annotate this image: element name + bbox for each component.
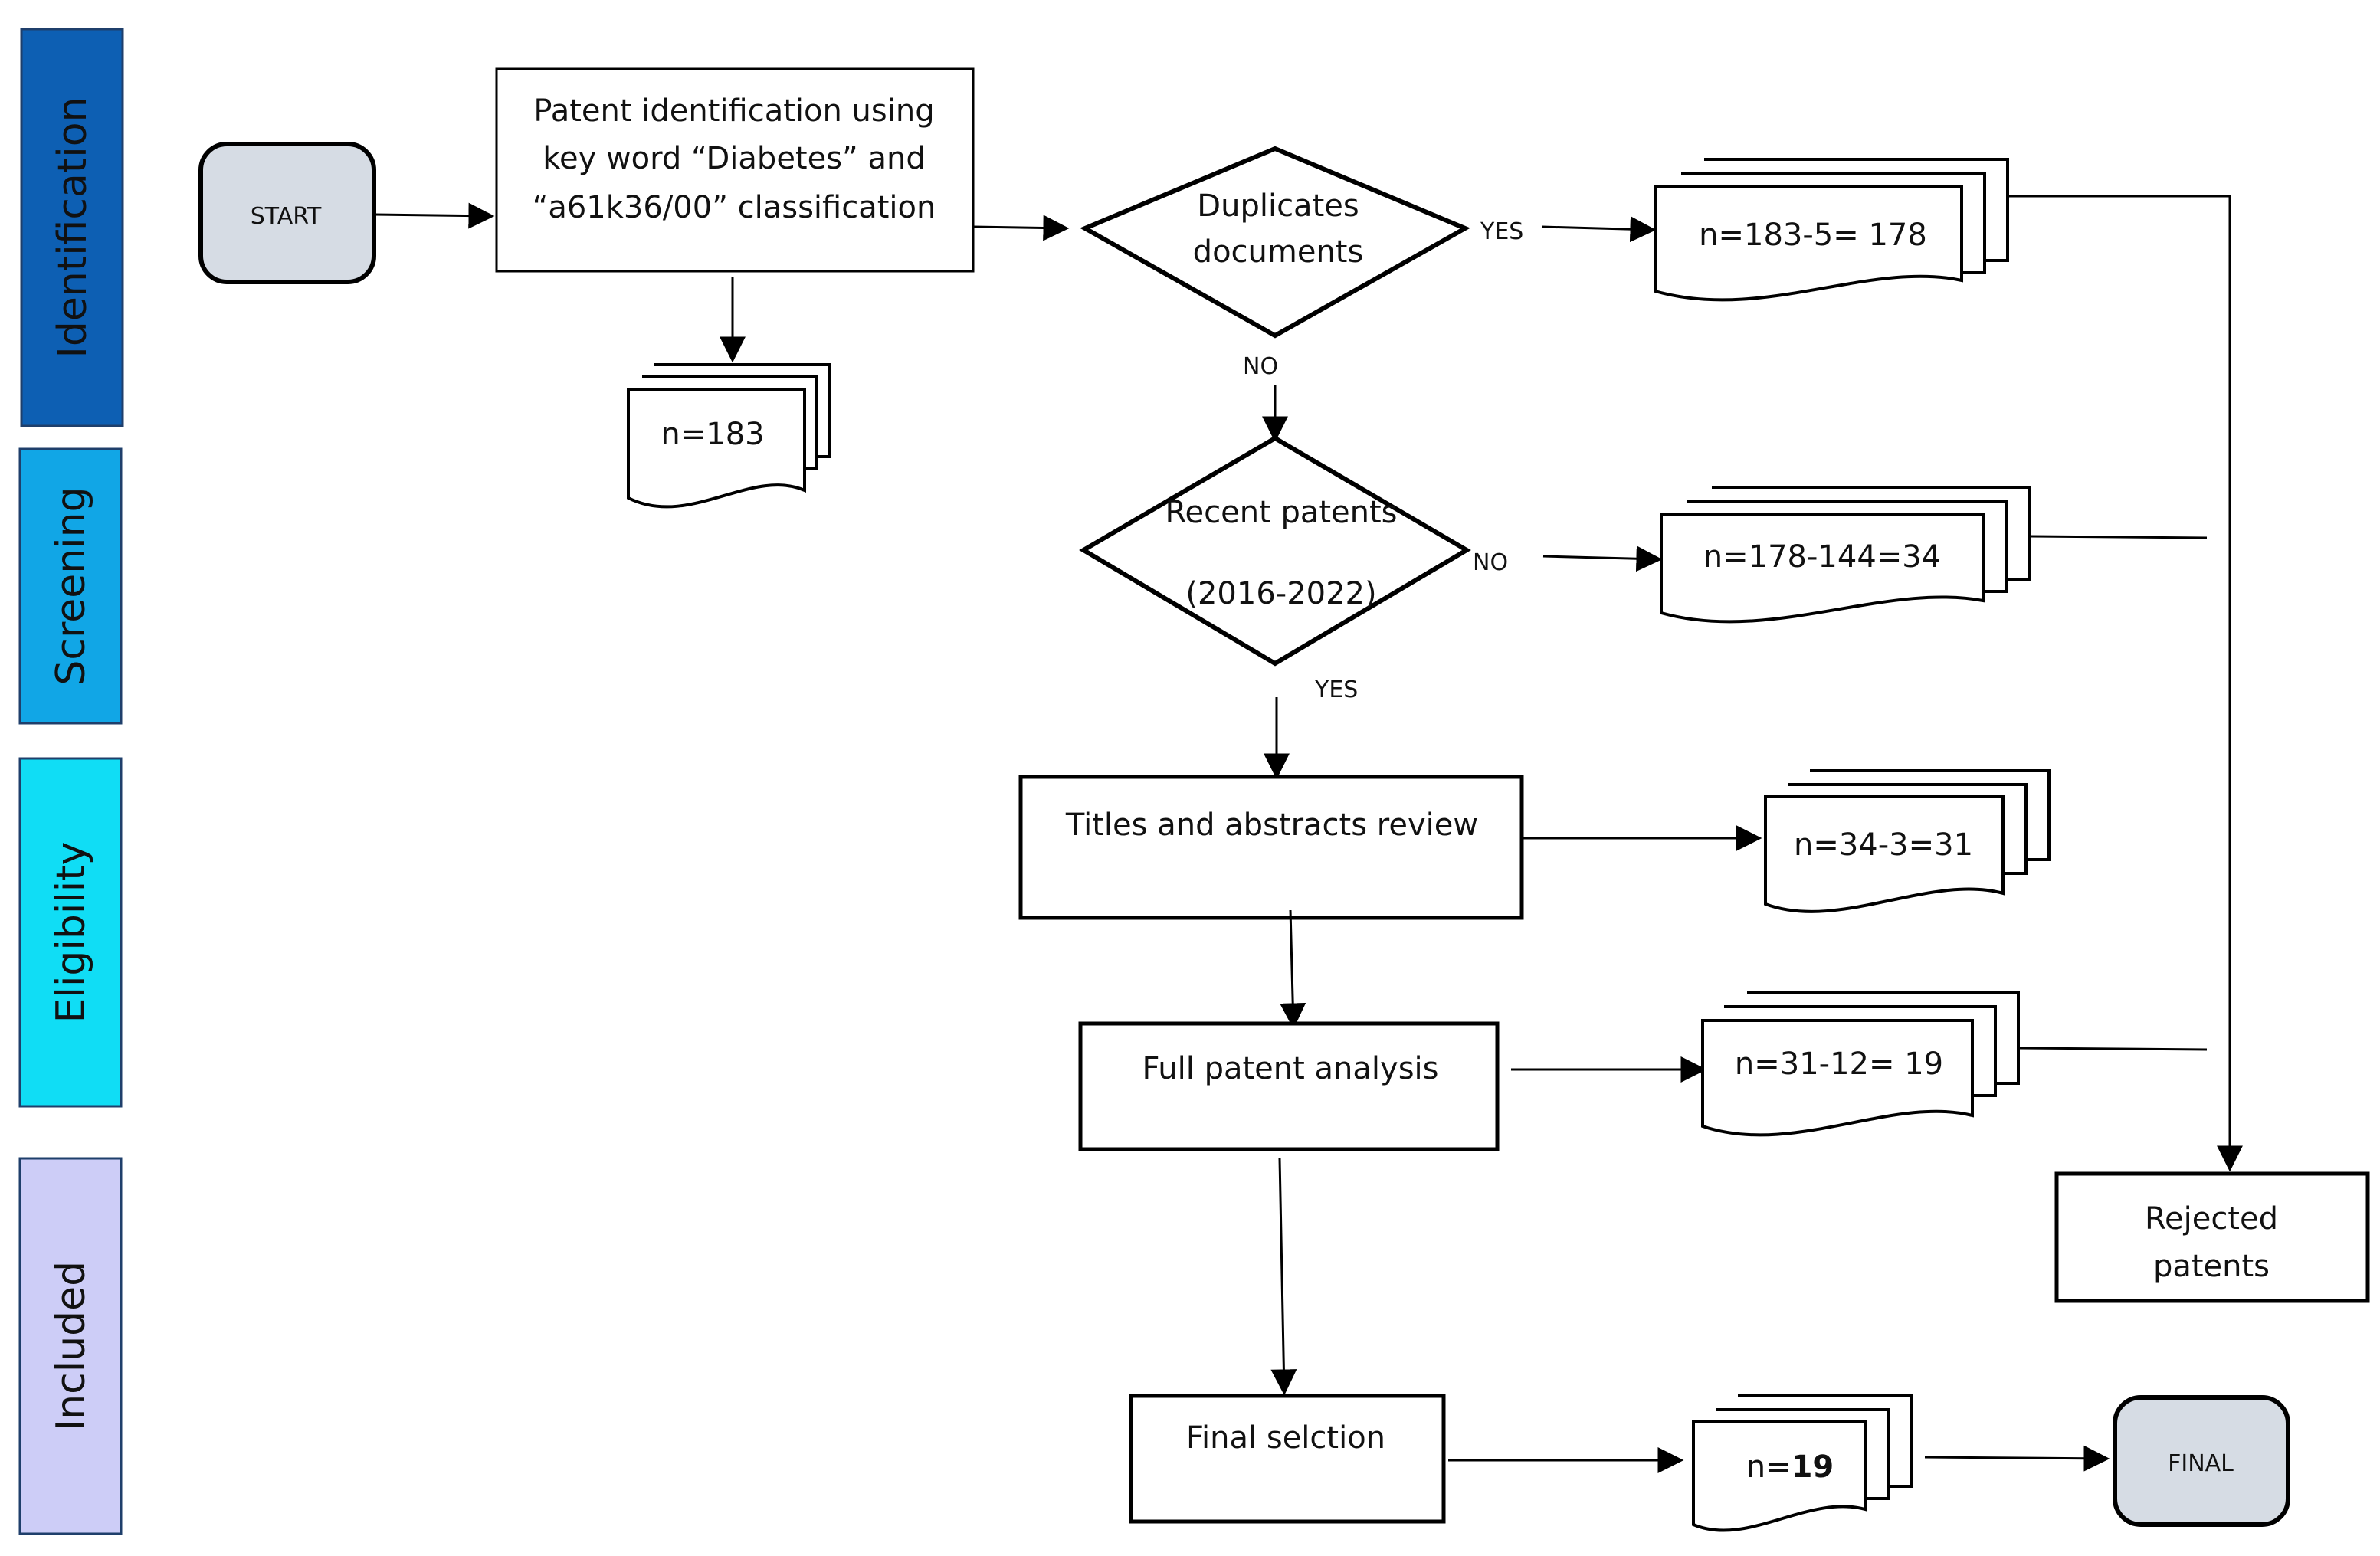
rejected-line-1: Rejected — [2145, 1201, 2278, 1237]
titles-review-box: Titles and abstracts review — [1018, 775, 1524, 920]
document-review-label: n=34-3=31 — [1794, 827, 1973, 863]
branch-label-recent-no: NO — [1473, 549, 1508, 576]
document-final-count: n=19 — [1692, 1394, 1913, 1532]
final-selection-label: Final selction — [1186, 1420, 1385, 1456]
phase-bar-identification: Identification — [20, 28, 124, 427]
phase-label-eligibility: Eligibility — [48, 842, 94, 1024]
document-initial-count: n=183 — [627, 363, 831, 509]
document-final-label: n=19 — [1746, 1450, 1834, 1485]
start-terminal: START — [198, 142, 376, 284]
arrow-document-to-final-terminal — [1924, 1445, 2110, 1472]
document-final-value: 19 — [1792, 1450, 1834, 1485]
start-label: START — [251, 203, 322, 230]
final-terminal: FINAL — [2113, 1395, 2290, 1527]
duplicates-decision: Duplicates documents — [1080, 146, 1470, 339]
final-label: FINAL — [2168, 1450, 2234, 1477]
document-final-prefix: n= — [1746, 1450, 1792, 1485]
branch-label-duplicates-no: NO — [1243, 353, 1278, 380]
arrow-analysis-to-final — [1270, 1158, 1297, 1396]
phase-label-included: Included — [48, 1261, 94, 1431]
duplicates-line-1: Duplicates — [1197, 188, 1359, 224]
identification-line-3: “a61k36/00” classification — [533, 190, 936, 225]
document-initial-label: n=183 — [661, 417, 764, 452]
recent-line-1: Recent patents — [1165, 495, 1397, 530]
phase-bar-screening: Screening — [18, 447, 123, 725]
identification-line-1: Patent identification using — [533, 93, 934, 129]
phase-bar-eligibility: Eligibility — [18, 757, 123, 1108]
phase-bar-included: Included — [18, 1157, 123, 1535]
full-analysis-label: Full patent analysis — [1142, 1051, 1438, 1086]
arrow-duplicates-yes — [1541, 216, 1657, 243]
document-recent-removed: n=178-144=34 — [1660, 486, 2031, 624]
connector-rejected-eligibility — [2019, 1047, 2208, 1051]
rejected-line-2: patents — [2153, 1249, 2270, 1284]
document-recent-label: n=178-144=34 — [1703, 539, 1941, 575]
connector-rejected-screening — [2030, 535, 2208, 539]
connector-rejected-main — [2008, 195, 2243, 1172]
duplicates-line-2: documents — [1193, 234, 1364, 270]
arrow-recent-no — [1542, 545, 1663, 572]
arrow-start-to-identification — [373, 202, 495, 229]
identification-process-box: Patent identification using key word “Di… — [495, 67, 975, 273]
phase-label-screening: Screening — [48, 486, 94, 685]
recent-line-2: (2016-2022) — [1185, 576, 1376, 611]
document-analysis-label: n=31-12= 19 — [1735, 1047, 1943, 1082]
document-review-removed: n=34-3=31 — [1764, 769, 2051, 913]
arrow-identification-to-duplicates — [972, 215, 1070, 241]
rejected-patents-box: Rejected patents — [2054, 1171, 2370, 1303]
document-duplicates-removed: n=183-5= 178 — [1654, 158, 2009, 302]
titles-review-label: Titles and abstracts review — [1065, 807, 1478, 843]
document-duplicates-label: n=183-5= 178 — [1699, 218, 1927, 253]
document-analysis-removed: n=31-12= 19 — [1701, 991, 2020, 1137]
phase-label-identification: Identification — [50, 97, 96, 359]
branch-label-recent-yes: YES — [1314, 676, 1358, 703]
identification-line-2: key word “Diabetes” and — [543, 141, 926, 176]
final-selection-box: Final selction — [1129, 1394, 1446, 1524]
full-analysis-box: Full patent analysis — [1078, 1021, 1500, 1151]
branch-label-duplicates-yes: YES — [1480, 218, 1523, 245]
arrow-review-to-analysis — [1280, 909, 1306, 1030]
recent-patents-decision: Recent patents (2016-2022) — [1079, 435, 1471, 667]
